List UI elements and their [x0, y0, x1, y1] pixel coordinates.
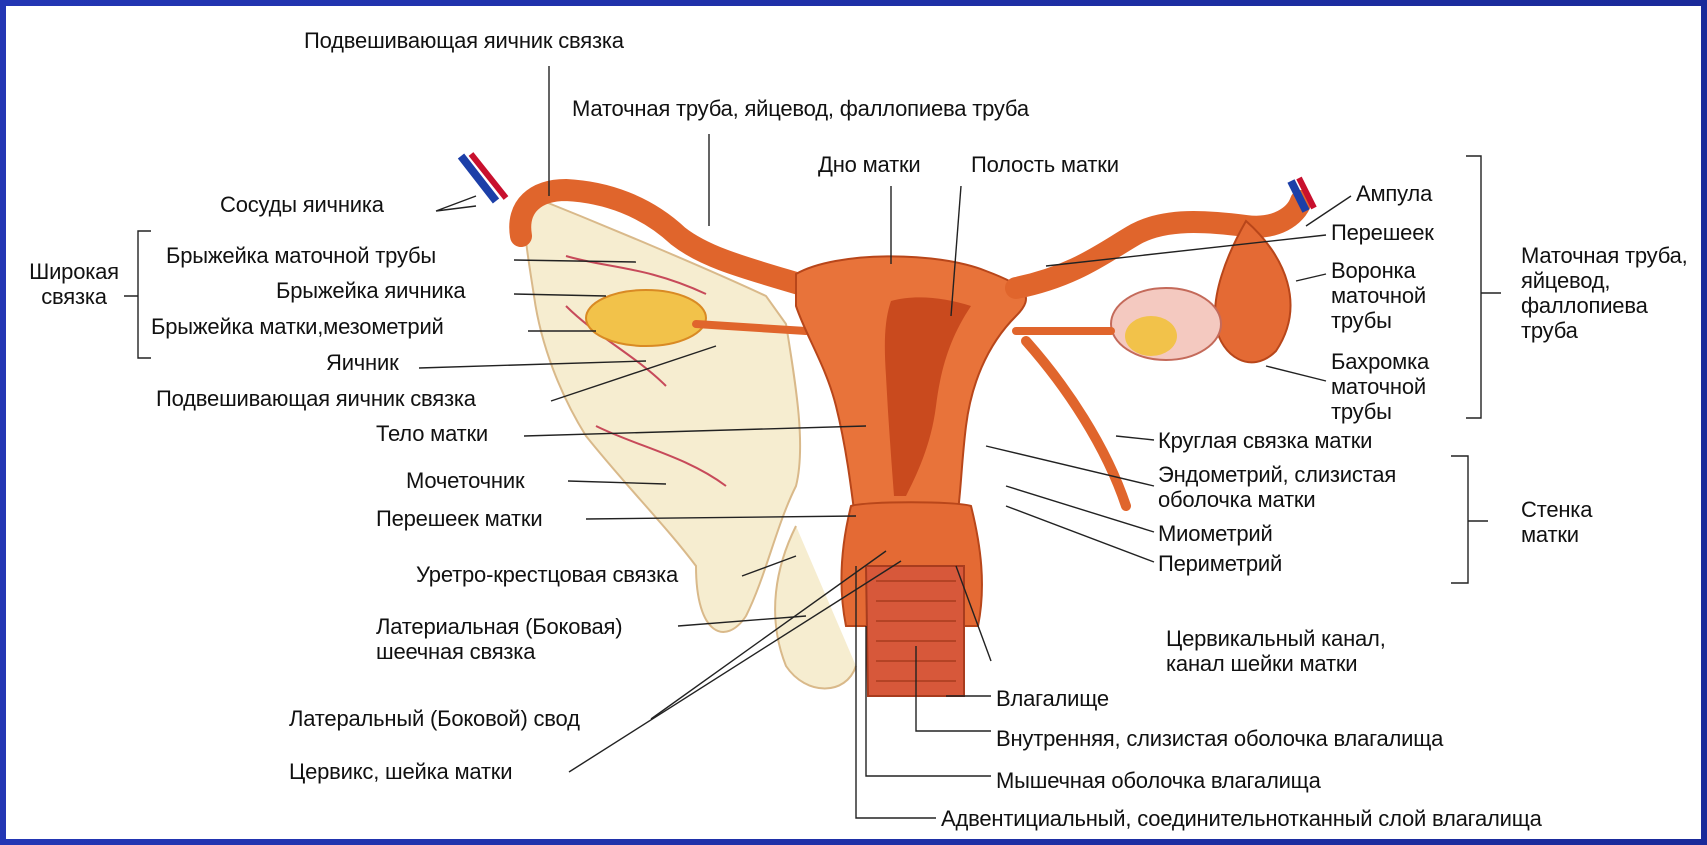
label-cervix: Цервикс, шейка матки — [289, 759, 512, 784]
label-uterine-cavity: Полость матки — [971, 152, 1119, 177]
label-mesometrium: Брыжейка матки,мезометрий — [151, 314, 444, 339]
label-vaginal-mucosa: Внутренняя, слизистая оболочка влагалища — [996, 726, 1443, 751]
label-perimetrium: Периметрий — [1158, 551, 1282, 576]
label-isthmus-uteri: Перешеек матки — [376, 506, 542, 531]
label-broad-ligament: Широкая связка — [18, 259, 130, 309]
label-round-ligament: Круглая связка матки — [1158, 428, 1372, 453]
label-uterine-body: Тело матки — [376, 421, 488, 446]
label-suspensory-ligament-top: Подвешивающая яичник связка — [304, 28, 624, 53]
label-mesosalpinx: Брыжейка маточной трубы — [166, 243, 436, 268]
diagram-panel: Подвешивающая яичник связка Маточная тру… — [6, 6, 1701, 839]
label-fimbriae: Бахромка маточной трубы — [1331, 349, 1471, 424]
label-ovarian-vessels: Сосуды яичника — [220, 192, 384, 217]
label-uterine-wall: Стенка матки — [1521, 497, 1621, 547]
left-ovary — [586, 290, 706, 346]
label-cervical-canal: Цервикальный канал, канал шейки матки — [1166, 626, 1446, 676]
label-isthmus-tube: Перешеек — [1331, 220, 1434, 245]
label-vagina: Влагалище — [996, 686, 1109, 711]
label-fallopian-tube-right: Маточная труба, яйцевод, фаллопиева труб… — [1521, 243, 1701, 343]
label-myometrium: Миометрий — [1158, 521, 1273, 546]
vagina — [866, 566, 964, 696]
label-lateral-fornix: Латеральный (Боковой) свод — [289, 706, 580, 731]
label-endometrium: Эндометрий, слизистая оболочка матки — [1158, 462, 1488, 512]
label-ovary: Яичник — [326, 350, 399, 375]
label-infundibulum: Воронка маточной трубы — [1331, 258, 1471, 333]
label-fallopian-tube-top: Маточная труба, яйцевод, фаллопиева труб… — [572, 96, 1029, 121]
label-vaginal-adventitia: Адвентициальный, соединительнотканный сл… — [941, 806, 1542, 831]
label-vaginal-muscular: Мышечная оболочка влагалища — [996, 768, 1321, 793]
label-fundus: Дно матки — [818, 152, 920, 177]
right-ampulla — [1215, 221, 1290, 362]
round-ligament — [1026, 341, 1126, 506]
label-suspensory-ligament-bottom: Подвешивающая яичник связка — [156, 386, 476, 411]
label-uterosacral-ligament: Уретро-крестцовая связка — [416, 562, 678, 587]
label-mesovarium: Брыжейка яичника — [276, 278, 465, 303]
label-ampulla: Ампула — [1356, 181, 1432, 206]
label-ureter: Мочеточник — [406, 468, 524, 493]
label-lateral-cervical-ligament: Латериальная (Боковая) шеечная связка — [376, 614, 676, 664]
